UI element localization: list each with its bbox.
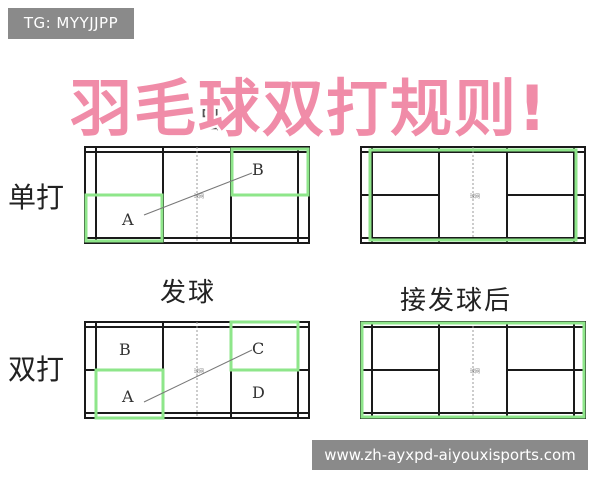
court-mark-a: A bbox=[121, 387, 134, 406]
court-mark-d: D bbox=[252, 383, 265, 402]
row-label-singles: 单打 bbox=[8, 181, 65, 214]
net-label: 球网 bbox=[194, 193, 204, 200]
watermark-url: www.zh-ayxpd-aiyouxisports.com bbox=[312, 440, 588, 470]
ghost-text-left: 吕 bbox=[198, 106, 222, 134]
page-title: 羽毛球双打规则! bbox=[70, 72, 549, 145]
court-mark-b: B bbox=[119, 340, 131, 359]
net-label: 球网 bbox=[470, 193, 480, 200]
court-singles-after-receive: 球网 bbox=[360, 146, 586, 244]
ghost-text-right: 发 bbox=[418, 106, 442, 134]
net-label: 球网 bbox=[470, 368, 480, 375]
watermark-tag: TG: MYYJJPP bbox=[8, 8, 134, 39]
court-singles-serve: A B 球网 bbox=[84, 146, 310, 244]
court-mark-a: A bbox=[121, 210, 134, 229]
court-doubles-serve: B A C D 球网 bbox=[84, 320, 310, 420]
court-mark-c: C bbox=[252, 339, 264, 358]
col-label-after-receive: 接发球后 bbox=[400, 286, 513, 316]
col-label-serve: 发球 bbox=[160, 278, 217, 308]
court-doubles-after-receive: 球网 bbox=[360, 321, 586, 419]
net-label: 球网 bbox=[194, 368, 204, 375]
row-label-doubles: 双打 bbox=[8, 353, 65, 386]
court-mark-b: B bbox=[252, 160, 264, 179]
